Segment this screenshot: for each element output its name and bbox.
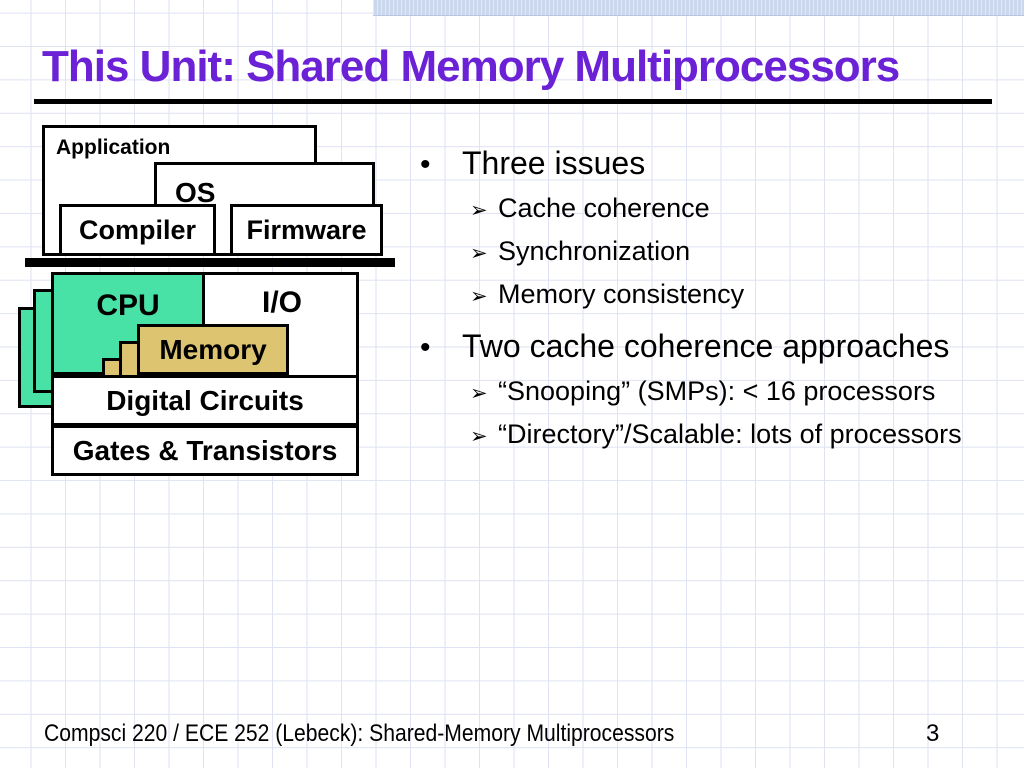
arrow-bullet-icon: ➢ (470, 424, 488, 448)
list-item: ➢ Memory consistency (420, 274, 1020, 317)
list-item: ➢ “Directory”/Scalable: lots of processo… (420, 414, 1020, 457)
list-item: ➢ Synchronization (420, 231, 1020, 274)
list-item: ➢ “Snooping” (SMPs): < 16 processors (420, 371, 1020, 414)
memory-box: Memory (137, 324, 289, 375)
bullet-text: Three issues (462, 145, 646, 181)
arrow-bullet-icon: ➢ (470, 284, 488, 308)
application-label: Application (56, 136, 171, 159)
cpu-label: CPU (96, 289, 160, 322)
firmware-label: Firmware (246, 214, 367, 245)
list-item: • Three issues (420, 140, 1020, 188)
footer-course-label: Compsci 220 / ECE 252 (Lebeck): Shared-M… (44, 720, 675, 747)
io-label: I/O (261, 286, 302, 319)
bullet-list: • Three issues ➢ Cache coherence ➢ Synch… (420, 140, 1020, 457)
compiler-box: Compiler (59, 204, 216, 256)
title-underline (34, 99, 992, 104)
digital-circuits-box: Digital Circuits (51, 375, 359, 426)
list-item: • Two cache coherence approaches (420, 323, 1020, 371)
arrow-bullet-icon: ➢ (470, 381, 488, 405)
hw-sw-divider-bar (25, 258, 395, 267)
bullet-text: Cache coherence (498, 193, 710, 223)
digital-circuits-label: Digital Circuits (106, 384, 304, 416)
memory-label: Memory (159, 333, 267, 365)
bullet-text: Two cache coherence approaches (462, 328, 950, 364)
bullet-text: Synchronization (498, 236, 691, 266)
gates-transistors-label: Gates & Transistors (72, 434, 338, 466)
bullet-text: Memory consistency (498, 279, 745, 309)
arrow-bullet-icon: ➢ (470, 241, 488, 265)
bullet-text: “Snooping” (SMPs): < 16 processors (498, 376, 936, 406)
arrow-bullet-icon: ➢ (470, 198, 488, 222)
bullet-dot-icon: • (420, 331, 431, 364)
firmware-box: Firmware (230, 204, 383, 256)
footer-page-number: 3 (926, 720, 940, 747)
bullet-dot-icon: • (420, 148, 431, 181)
bullet-text: “Directory”/Scalable: lots of processors (498, 419, 962, 449)
compiler-label: Compiler (78, 214, 197, 245)
slide-title: This Unit: Shared Memory Multiprocessors (42, 42, 900, 91)
gates-transistors-box: Gates & Transistors (51, 425, 359, 476)
os-label: OS (175, 177, 216, 208)
list-item: ➢ Cache coherence (420, 188, 1020, 231)
top-accent-bar (373, 0, 1024, 16)
